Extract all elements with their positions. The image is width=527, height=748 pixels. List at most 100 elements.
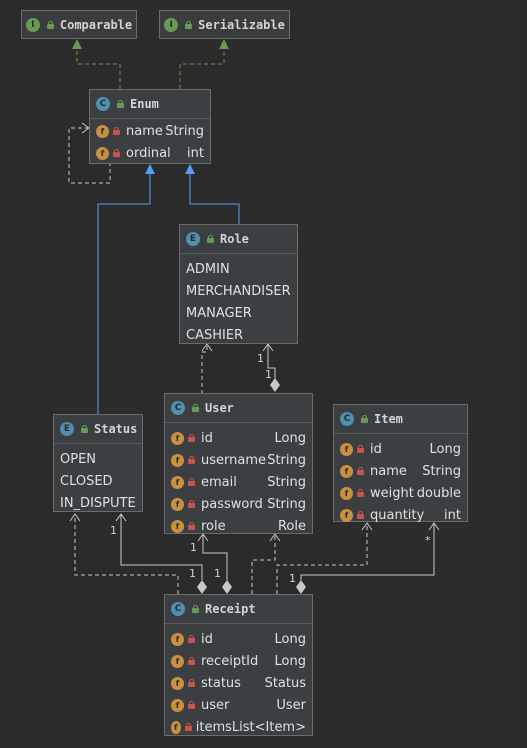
private-lock-icon	[113, 149, 120, 157]
assoc-receipt-status-arrowhead	[115, 513, 127, 522]
dep-receipt-item	[276, 523, 368, 594]
multiplicity-status-receipt-2: 1	[189, 567, 196, 580]
private-lock-icon	[188, 657, 195, 665]
public-lock-icon	[207, 235, 214, 243]
dep-user-role	[201, 344, 208, 394]
field-row[interactable]: f ordinal int	[90, 142, 210, 164]
enum-badge-icon: E	[186, 232, 200, 246]
assoc-receipt-item-arrowhead	[428, 522, 440, 531]
composition-diamond-user-role	[270, 378, 280, 392]
dep-receipt-user	[251, 534, 276, 594]
assoc-user-role-arrowhead	[262, 343, 274, 352]
field-badge-icon: f	[171, 698, 184, 712]
field-badge-icon: f	[171, 632, 184, 646]
enum-constant-row[interactable]: CASHIER	[186, 327, 244, 343]
class-box-enum[interactable]: C Enum f name String f ordinal int	[89, 89, 211, 164]
enum-constant-row[interactable]: CLOSED	[60, 473, 113, 489]
enum-constant-row[interactable]: ADMIN	[186, 261, 230, 277]
enum-badge-icon: E	[60, 422, 74, 436]
private-lock-icon	[184, 723, 192, 731]
private-lock-icon	[357, 511, 364, 519]
field-badge-icon: f	[171, 497, 184, 511]
multiplicity-role-user-2: 1	[265, 368, 272, 381]
field-badge-icon: f	[171, 431, 184, 445]
assoc-receipt-item	[300, 523, 435, 580]
public-lock-icon	[46, 20, 54, 29]
dep-user-role-arrowhead	[201, 343, 213, 352]
composition-diamond-receipt-user	[222, 580, 232, 594]
class-box-comparable[interactable]: I Comparable	[21, 10, 137, 39]
multiplicity-user-receipt-2: 1	[214, 567, 221, 580]
interface-badge-icon: I	[164, 17, 179, 32]
composition-diamond-receipt-status	[197, 580, 207, 594]
public-lock-icon	[81, 425, 88, 433]
field-badge-icon: f	[340, 508, 353, 522]
field-badge-icon: f	[171, 720, 181, 734]
private-lock-icon	[188, 434, 195, 442]
field-badge-icon: f	[340, 486, 353, 500]
field-badge-icon: f	[171, 453, 184, 467]
class-box-role[interactable]: E Role ADMIN MERCHANDISER MANAGER CASHIE…	[179, 224, 298, 344]
public-lock-icon	[192, 605, 199, 613]
multiplicity-receipt-item-many: *	[425, 534, 431, 547]
multiplicity-status-receipt-1: 1	[110, 524, 117, 537]
public-lock-icon	[185, 20, 193, 29]
public-lock-icon	[192, 404, 199, 412]
enum-constant-row[interactable]: OPEN	[60, 451, 97, 467]
class-name-role: Role	[220, 232, 249, 246]
private-lock-icon	[188, 456, 195, 464]
enum-constant-row[interactable]: MANAGER	[186, 305, 252, 321]
interface-badge-icon: I	[25, 17, 40, 32]
private-lock-icon	[188, 500, 195, 508]
class-name-enum: Enum	[130, 97, 159, 111]
inherit-role-enum	[189, 172, 240, 224]
assoc-receipt-status	[120, 514, 203, 580]
private-lock-icon	[188, 701, 195, 709]
realization-arrowhead-serializable	[219, 39, 229, 49]
class-box-status[interactable]: E Status OPEN CLOSED IN_DISPUTE	[53, 414, 143, 512]
class-box-serializable[interactable]: I Serializable	[159, 10, 290, 39]
dep-receipt-status-arrowhead	[69, 513, 81, 522]
field-badge-icon: f	[96, 146, 109, 160]
enum-self-dependency	[68, 127, 111, 184]
class-name-status: Status	[94, 422, 138, 436]
inherit-status-enum	[97, 172, 151, 414]
private-lock-icon	[188, 522, 195, 530]
private-lock-icon	[113, 127, 120, 135]
class-badge-icon: C	[171, 602, 185, 616]
multiplicity-role-user-1: 1	[257, 352, 264, 365]
class-name-item: Item	[374, 412, 403, 426]
field-badge-icon: f	[96, 124, 109, 138]
private-lock-icon	[357, 467, 364, 475]
class-name-user: User	[205, 401, 234, 415]
assoc-receipt-user	[202, 534, 228, 580]
assoc-user-role	[267, 344, 276, 378]
class-badge-icon: C	[340, 412, 354, 426]
multiplicity-user-receipt-1: 1	[190, 541, 197, 554]
enum-constant-row[interactable]: IN_DISPUTE	[60, 495, 136, 511]
enum-constant-row[interactable]: MERCHANDISER	[186, 283, 291, 299]
field-row[interactable]: f name String	[90, 120, 210, 142]
field-badge-icon: f	[171, 519, 184, 533]
private-lock-icon	[188, 635, 195, 643]
field-badge-icon: f	[171, 676, 184, 690]
private-lock-icon	[188, 478, 195, 486]
